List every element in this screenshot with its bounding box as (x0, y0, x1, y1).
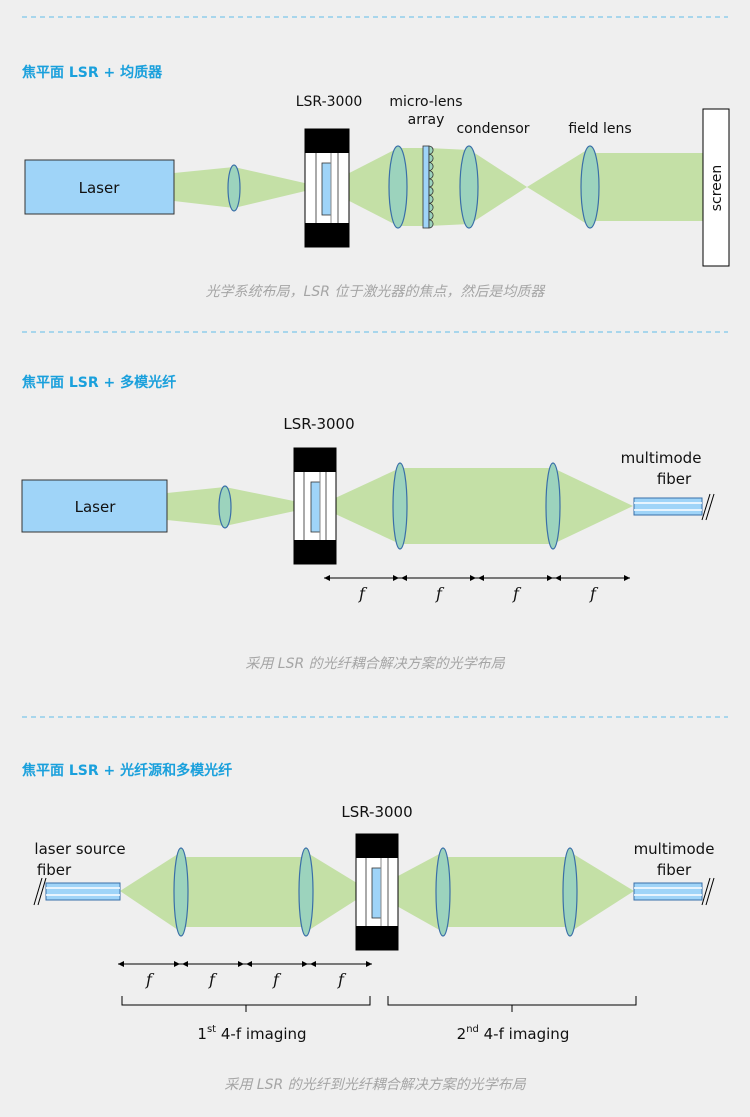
section3-brace-1 (121, 996, 371, 1012)
section1-screen-label: screen (709, 165, 725, 212)
section3-brace-2 (387, 996, 637, 1012)
section3-beam-6 (570, 852, 634, 932)
section1-beam-7 (527, 148, 590, 226)
section2-focal-symbol-1: f (358, 584, 368, 603)
section1-lens-2 (388, 145, 408, 229)
section2-caption: 采用 LSR 的光纤耦合解决方案的光学布局 (245, 656, 505, 672)
section3-caption: 采用 LSR 的光纤到光纤耦合解决方案的光学布局 (224, 1077, 526, 1093)
section1-field-lens (580, 145, 600, 229)
section2-focal-dimensions (324, 575, 630, 581)
section2-beam-1 (167, 487, 225, 526)
section2-focal-symbol-3: f (512, 584, 522, 603)
section2-collimating-lens (218, 485, 232, 529)
section2-beam-5 (553, 468, 633, 544)
section3-fiber-label-1: multimode (634, 840, 715, 858)
section3-focal-symbol-2: f (208, 970, 218, 989)
section1-condensor-label: condensor (456, 121, 529, 137)
section3-imaging-1-label: 1st 4-f imaging (197, 1024, 306, 1043)
section3-focal-symbol-4: f (337, 970, 347, 989)
section1-micro-lens-array (422, 145, 434, 229)
section2-lens-2 (545, 462, 561, 550)
section2-focal-symbol-4: f (589, 584, 599, 603)
section1-collimating-lens (227, 164, 241, 212)
section2-beam-2 (225, 487, 318, 526)
section2-laser-box (21, 479, 168, 533)
section3-beam-1 (120, 852, 181, 932)
section3-source-label-1: laser source (34, 840, 125, 858)
section2-lsr-label: LSR-3000 (283, 415, 354, 433)
section2-fiber-label-2: fiber (657, 470, 692, 488)
section1-beam-1 (174, 167, 234, 208)
section1-laser-label: Laser (79, 179, 121, 197)
section3-beam-2 (181, 857, 306, 927)
section1-beam-2 (234, 167, 322, 208)
section3-lens-1 (173, 847, 189, 937)
section3-source-fiber (33, 877, 121, 906)
section1-beam-5 (428, 148, 470, 226)
section3-fiber-label-2: fiber (657, 861, 692, 879)
section1-laser-box (24, 159, 175, 215)
section1-lsr-label: LSR-3000 (296, 94, 363, 110)
section1-mla-label-1: micro-lens (389, 94, 462, 110)
section3-lens-3 (435, 847, 451, 937)
section3-imaging-2-label: 2nd 4-f imaging (457, 1024, 570, 1043)
section1-caption: 光学系统布局，LSR 位于激光器的焦点，然后是均质器 (206, 284, 547, 300)
section3-title: 焦平面 LSR + 光纤源和多模光纤 (21, 762, 232, 779)
section1-mla-label-2: array (408, 112, 445, 128)
section2-fiber-label-1: multimode (621, 449, 702, 467)
section2-lsr-device (293, 447, 337, 565)
section1-beam-8 (590, 153, 703, 221)
section3-focal-symbol-1: f (145, 970, 155, 989)
section2-title: 焦平面 LSR + 多模光纤 (21, 374, 176, 391)
section2-lens-1 (392, 462, 408, 550)
section3-lens-4 (562, 847, 578, 937)
section3-beam-5 (443, 857, 570, 927)
section3-beam-3 (306, 852, 370, 932)
section1-field-lens-label: field lens (568, 121, 631, 137)
section1-condensor-lens (459, 145, 479, 229)
section2-beam-4 (400, 468, 553, 544)
section2-beam-3 (318, 468, 400, 544)
section2-focal-symbol-2: f (435, 584, 445, 603)
section3-focal-dimensions (118, 961, 372, 967)
section2-multimode-fiber (633, 493, 715, 521)
section3-source-label-2: fiber (37, 861, 72, 879)
section1-beam-6 (470, 150, 527, 224)
section3-lens-2 (298, 847, 314, 937)
section1-screen (702, 108, 730, 267)
section3-focal-symbol-3: f (272, 970, 282, 989)
section1-lsr-device (304, 128, 350, 248)
section1-beam-3 (322, 148, 398, 226)
section3-lsr-label: LSR-3000 (341, 803, 412, 821)
section3-lsr-device (355, 833, 399, 951)
section2-laser-label: Laser (75, 498, 117, 516)
section3-beam-4 (370, 852, 443, 932)
section3-multimode-fiber (633, 877, 715, 906)
section1-title: 焦平面 LSR + 均质器 (21, 64, 163, 81)
